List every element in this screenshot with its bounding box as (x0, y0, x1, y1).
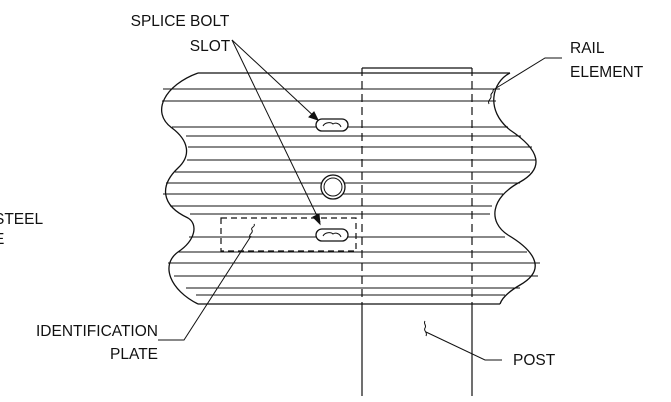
rail-element (161, 72, 540, 305)
rail-left-profile (161, 72, 199, 305)
rail-element-label-line2: ELEMENT (570, 64, 644, 81)
rail-element-label-line1: RAIL (570, 40, 605, 57)
post-break-mark (423, 320, 427, 337)
splice-leader-upper (231, 39, 319, 121)
post-bolt-hole (320, 174, 346, 200)
post-label: POST (513, 352, 556, 369)
leader-lines (158, 39, 562, 361)
splice-bolt-label-line2: SLOT (190, 38, 231, 55)
identification-label-line2: PLATE (110, 346, 158, 363)
identification-plate (220, 217, 357, 252)
steel-label-line2: E (0, 231, 4, 248)
rail-right-profile (493, 72, 537, 305)
splice-bolt-slot-upper (315, 118, 349, 132)
post-leader (425, 331, 502, 361)
splice-bolt-label-line1: SPLICE BOLT (131, 13, 230, 30)
post (361, 67, 473, 396)
rail-leader (492, 57, 562, 91)
rail-horizontal-lines (162, 88, 540, 296)
splice-leader-lower (231, 39, 321, 223)
identification-label-line1: IDENTIFICATION (36, 323, 158, 340)
splice-bolt-slots (315, 118, 349, 242)
arrowhead-lower (312, 213, 321, 226)
identification-leader (158, 235, 252, 341)
arrowhead-upper (308, 111, 319, 121)
splice-bolt-slot-lower (315, 228, 349, 242)
steel-label-line1: STEEL (0, 211, 43, 228)
rail-break-mark (488, 89, 494, 105)
